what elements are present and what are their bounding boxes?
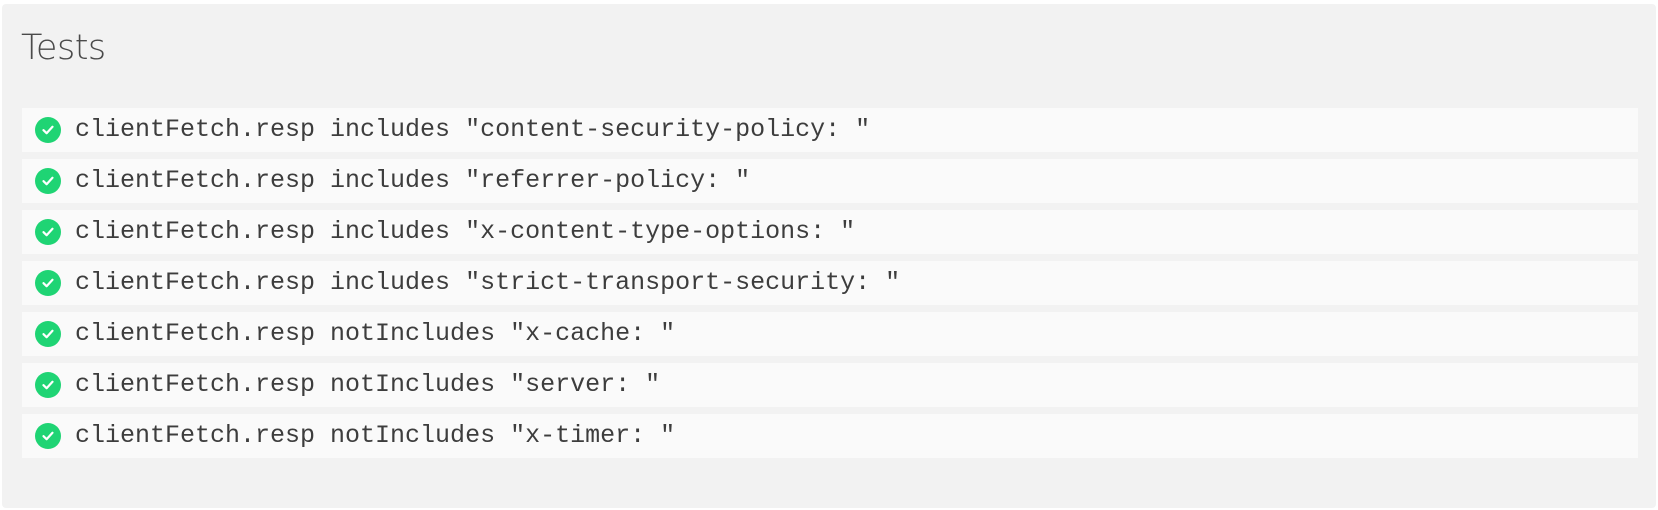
- test-row: clientFetch.resp notIncludes "x-timer: ": [22, 414, 1638, 458]
- test-description: clientFetch.resp notIncludes "x-cache: ": [75, 319, 676, 348]
- test-row: clientFetch.resp includes "strict-transp…: [22, 261, 1638, 305]
- test-list: clientFetch.resp includes "content-secur…: [22, 108, 1638, 465]
- test-description: clientFetch.resp notIncludes "server: ": [75, 370, 661, 399]
- check-circle-icon: [35, 321, 61, 347]
- tests-panel: Tests clientFetch.resp includes "content…: [2, 4, 1656, 508]
- test-row: clientFetch.resp notIncludes "server: ": [22, 363, 1638, 407]
- test-description: clientFetch.resp includes "referrer-poli…: [75, 166, 751, 195]
- test-row: clientFetch.resp includes "x-content-typ…: [22, 210, 1638, 254]
- check-circle-icon: [35, 219, 61, 245]
- test-description: clientFetch.resp includes "content-secur…: [75, 115, 871, 144]
- test-description: clientFetch.resp includes "strict-transp…: [75, 268, 901, 297]
- check-circle-icon: [35, 372, 61, 398]
- test-row: clientFetch.resp notIncludes "x-cache: ": [22, 312, 1638, 356]
- test-description: clientFetch.resp notIncludes "x-timer: ": [75, 421, 676, 450]
- check-circle-icon: [35, 117, 61, 143]
- check-circle-icon: [35, 168, 61, 194]
- test-row: clientFetch.resp includes "referrer-poli…: [22, 159, 1638, 203]
- check-circle-icon: [35, 423, 61, 449]
- test-row: clientFetch.resp includes "content-secur…: [22, 108, 1638, 152]
- test-description: clientFetch.resp includes "x-content-typ…: [75, 217, 856, 246]
- check-circle-icon: [35, 270, 61, 296]
- panel-title: Tests: [21, 28, 106, 68]
